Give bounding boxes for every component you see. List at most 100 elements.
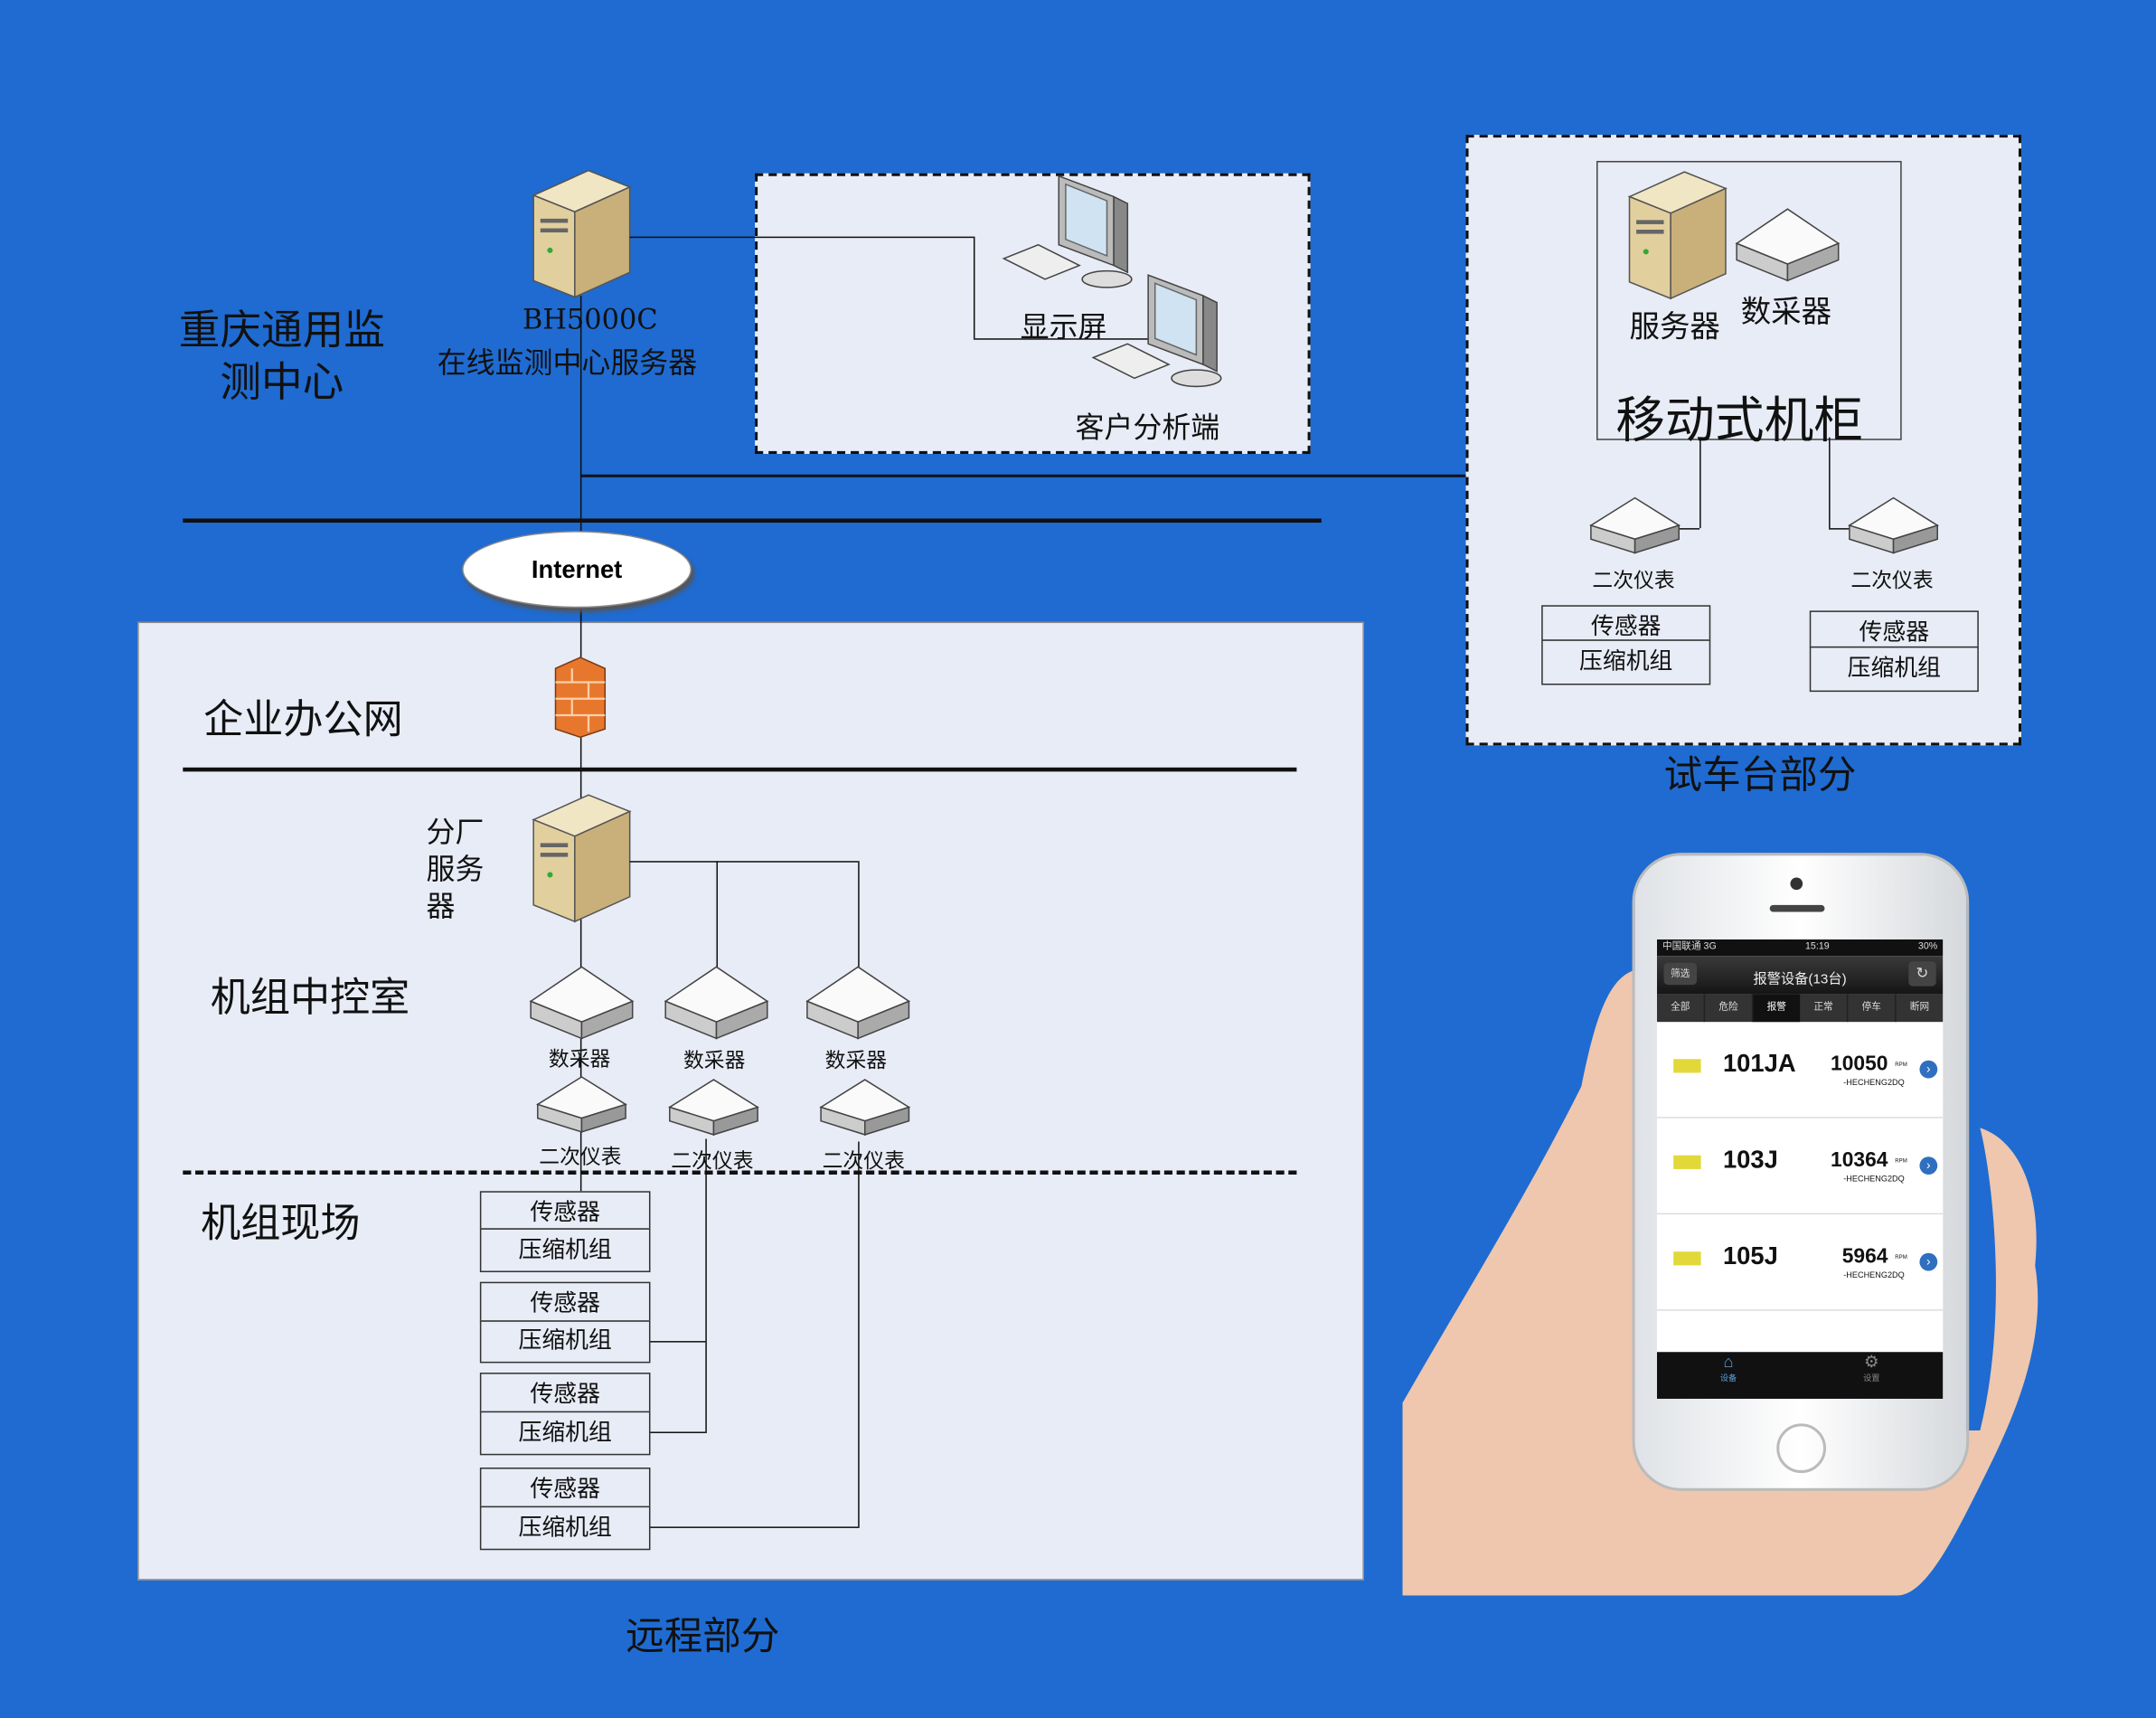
field-divider: [183, 1170, 1297, 1175]
tab-all[interactable]: 全部: [1657, 994, 1706, 1023]
tabbar-devices[interactable]: ⌂设备: [1657, 1352, 1800, 1399]
collector-icon: [530, 966, 634, 1040]
home-icon: ⌂: [1723, 1352, 1734, 1372]
tab-stopped[interactable]: 停车: [1848, 994, 1897, 1023]
instrument-label: 二次仪表: [822, 1148, 905, 1174]
rpm-unit: RPM: [1895, 1252, 1907, 1260]
cabinet-label: 移动式机柜: [1615, 393, 1864, 450]
status-bar: 中国联通 3G 15:19 30%: [1656, 939, 1944, 957]
field-label: 机组现场: [201, 1199, 361, 1247]
mobile-cabinet: [1596, 160, 1902, 440]
firewall-icon: [554, 656, 607, 739]
device-site: -HECHENG2DQ: [1843, 1175, 1905, 1185]
instrument-icon: [820, 1079, 910, 1136]
cabinet-server-label: 服务器: [1629, 310, 1720, 345]
center-title: 重庆通用监测中心: [178, 307, 385, 408]
refresh-icon[interactable]: ↻: [1908, 961, 1936, 986]
chevron-right-icon[interactable]: ›: [1919, 1060, 1938, 1079]
compressor-cell: 压缩机组: [1809, 646, 1979, 693]
device-list: 101JA 10050 RPM -HECHENG2DQ › 103J 10364…: [1656, 1022, 1944, 1311]
compressor-cell: 压缩机组: [479, 1228, 651, 1273]
home-button[interactable]: [1776, 1423, 1827, 1474]
sensor-cell: 传感器: [479, 1468, 651, 1508]
client-label: 客户分析端: [1075, 411, 1220, 445]
tabbar-settings[interactable]: ⚙设置: [1800, 1352, 1943, 1399]
battery: 30%: [1917, 941, 1938, 952]
branch-server-label: 分厂服务器: [426, 816, 485, 923]
instrument-label: 二次仪表: [539, 1144, 622, 1169]
collector-label: 数采器: [824, 1048, 888, 1073]
alarm-indicator: [1673, 1251, 1701, 1266]
sensor-cell: 传感器: [479, 1281, 651, 1322]
server-name: 在线监测中心服务器: [437, 346, 698, 380]
nav-bar: 筛选 报警设备(13台) ↻: [1656, 956, 1944, 995]
sensor-cell: 传感器: [479, 1191, 651, 1230]
remote-area: [137, 621, 1364, 1581]
instrument-icon: [669, 1079, 758, 1136]
collector-icon: [806, 966, 910, 1040]
tab-normal[interactable]: 正常: [1800, 994, 1849, 1023]
rpm-unit: RPM: [1895, 1060, 1907, 1068]
chevron-right-icon[interactable]: ›: [1919, 1252, 1938, 1271]
device-site: -HECHENG2DQ: [1843, 1080, 1905, 1089]
instrument-label: 二次仪表: [1592, 568, 1675, 593]
control-room-label: 机组中控室: [210, 973, 410, 1021]
device-rpm: 10364: [1831, 1148, 1888, 1172]
earpiece: [1769, 904, 1825, 912]
carrier: 中国联通 3G: [1662, 941, 1717, 952]
clock: 15:19: [1805, 941, 1830, 952]
rpm-unit: RPM: [1895, 1156, 1907, 1164]
instrument-label: 二次仪表: [1850, 568, 1934, 593]
device-site: -HECHENG2DQ: [1843, 1272, 1905, 1281]
testbench-caption: 试车台部分: [1663, 752, 1857, 798]
display-monitor-icon: [1003, 175, 1133, 288]
compressor-cell: 压缩机组: [479, 1411, 651, 1456]
device-row[interactable]: 103J 10364 RPM -HECHENG2DQ ›: [1656, 1119, 1944, 1215]
device-id: 103J: [1722, 1146, 1778, 1174]
cabinet-server-icon: [1628, 171, 1727, 299]
office-net-label: 企业办公网: [203, 695, 403, 743]
device-rpm: 5964: [1841, 1244, 1888, 1269]
device-id: 105J: [1722, 1241, 1778, 1270]
server-model: BH5000C: [523, 302, 658, 336]
collector-label: 数采器: [683, 1048, 746, 1073]
cabinet-collector-label: 数采器: [1740, 296, 1832, 331]
device-rpm: 10050: [1831, 1052, 1888, 1076]
client-area: [755, 173, 1311, 454]
tab-danger[interactable]: 危险: [1705, 994, 1754, 1023]
chevron-right-icon[interactable]: ›: [1919, 1156, 1938, 1175]
screen-title: 报警设备(13台): [1753, 972, 1847, 988]
center-server-icon: [532, 169, 631, 298]
client-monitor-icon: [1092, 274, 1222, 388]
device-id: 101JA: [1722, 1049, 1796, 1078]
sensor-cell: 传感器: [479, 1373, 651, 1413]
compressor-cell: 压缩机组: [479, 1320, 651, 1364]
phone-photo: 中国联通 3G 15:19 30% 筛选 报警设备(13台) ↻ 全部 危险 报警 …: [1402, 853, 2042, 1596]
tab-bar: ⌂设备 ⚙设置: [1656, 1352, 1944, 1399]
cabinet-collector-icon: [1736, 208, 1840, 282]
filter-tabs: 全部 危险 报警 正常 停车 断网: [1656, 994, 1944, 1023]
alarm-indicator: [1673, 1155, 1701, 1169]
display-label: 显示屏: [1020, 310, 1107, 345]
alarm-indicator: [1673, 1059, 1701, 1073]
branch-server-icon: [532, 794, 631, 922]
tab-alarm[interactable]: 报警: [1753, 994, 1801, 1023]
compressor-cell: 压缩机组: [479, 1506, 651, 1551]
compressor-cell: 压缩机组: [1541, 639, 1711, 685]
device-row[interactable]: 105J 5964 RPM -HECHENG2DQ ›: [1656, 1214, 1944, 1311]
filter-button[interactable]: 筛选: [1663, 962, 1698, 986]
remote-caption: 远程部分: [626, 1613, 780, 1659]
collector-icon: [664, 966, 768, 1040]
collector-label: 数采器: [548, 1046, 611, 1071]
office-divider: [183, 767, 1297, 772]
device-row[interactable]: 101JA 10050 RPM -HECHENG2DQ ›: [1656, 1022, 1944, 1119]
gear-icon: ⚙: [1864, 1352, 1879, 1372]
tab-offline[interactable]: 断网: [1909, 1002, 1930, 1013]
instrument-label: 二次仪表: [671, 1148, 754, 1174]
sensor-cell: 传感器: [1541, 605, 1711, 641]
instrument-icon: [1590, 496, 1681, 554]
phone-screen: 中国联通 3G 15:19 30% 筛选 报警设备(13台) ↻ 全部 危险 报警 …: [1656, 939, 1944, 1399]
divider-line: [183, 518, 1322, 524]
instrument-icon: [536, 1076, 626, 1133]
